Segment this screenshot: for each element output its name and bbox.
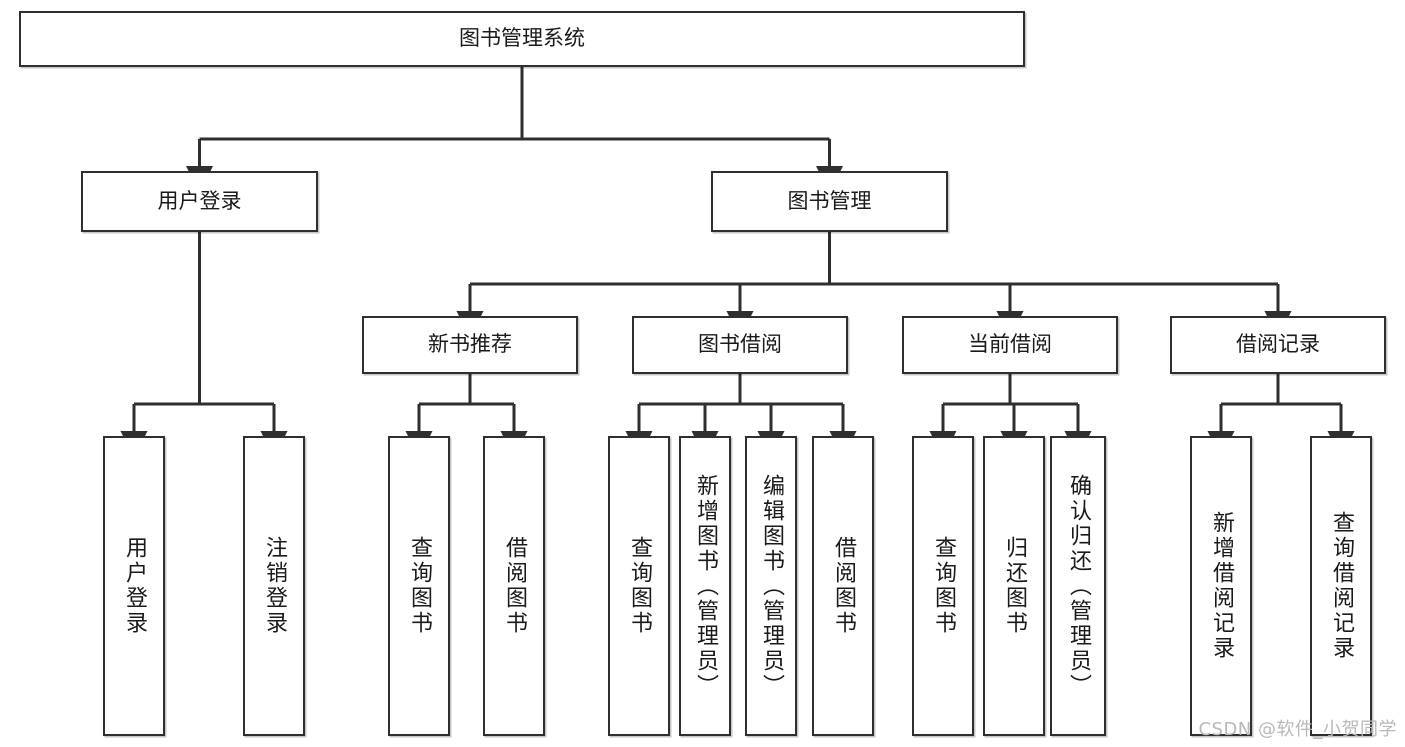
node-label: 查询图书 <box>407 536 432 636</box>
node-n13[interactable]: 查询借阅记录 <box>1310 436 1372 736</box>
node-label: 图书管理 <box>787 188 872 213</box>
node-label: 注销登录 <box>262 536 287 636</box>
node-label: 图书借阅 <box>698 332 782 357</box>
node-label: 查询图书 <box>931 536 956 636</box>
node-label: 图书管理系统 <box>459 26 585 51</box>
node-n9[interactable]: 查询图书 <box>912 436 974 736</box>
node-l2a[interactable]: 用户登录 <box>81 171 318 232</box>
node-n7[interactable]: 编辑图书（管理员） <box>745 436 797 736</box>
node-l3a[interactable]: 新书推荐 <box>362 316 578 374</box>
node-label: 查询借阅记录 <box>1329 511 1354 661</box>
node-n12[interactable]: 新增借阅记录 <box>1190 436 1252 736</box>
node-label: 新增图书（管理员） <box>693 473 718 699</box>
node-l2b[interactable]: 图书管理 <box>711 171 948 232</box>
node-label: 借阅记录 <box>1236 332 1320 357</box>
node-l3c[interactable]: 当前借阅 <box>902 316 1118 374</box>
node-n5[interactable]: 查询图书 <box>608 436 670 736</box>
node-n11[interactable]: 确认归还（管理员） <box>1050 436 1106 736</box>
node-n1[interactable]: 用户登录 <box>103 436 165 736</box>
node-root[interactable]: 图书管理系统 <box>19 11 1025 67</box>
node-l3d[interactable]: 借阅记录 <box>1170 316 1386 374</box>
node-label: 编辑图书（管理员） <box>759 473 784 699</box>
node-label: 用户登录 <box>122 536 147 636</box>
node-label: 当前借阅 <box>968 332 1052 357</box>
node-label: 用户登录 <box>157 188 242 213</box>
node-n4[interactable]: 借阅图书 <box>483 436 545 736</box>
node-l3b[interactable]: 图书借阅 <box>632 316 848 374</box>
node-label: 新增借阅记录 <box>1209 511 1234 661</box>
node-n2[interactable]: 注销登录 <box>243 436 305 736</box>
node-label: 新书推荐 <box>428 332 512 357</box>
node-n3[interactable]: 查询图书 <box>388 436 450 736</box>
node-label: 借阅图书 <box>831 536 856 636</box>
node-n8[interactable]: 借阅图书 <box>812 436 874 736</box>
connector-lines <box>120 67 1355 458</box>
node-label: 确认归还（管理员） <box>1066 473 1091 699</box>
node-n10[interactable]: 归还图书 <box>983 436 1045 736</box>
node-label: 归还图书 <box>1002 536 1027 636</box>
node-label: 借阅图书 <box>502 536 527 636</box>
node-label: 查询图书 <box>627 536 652 636</box>
node-n6[interactable]: 新增图书（管理员） <box>679 436 731 736</box>
